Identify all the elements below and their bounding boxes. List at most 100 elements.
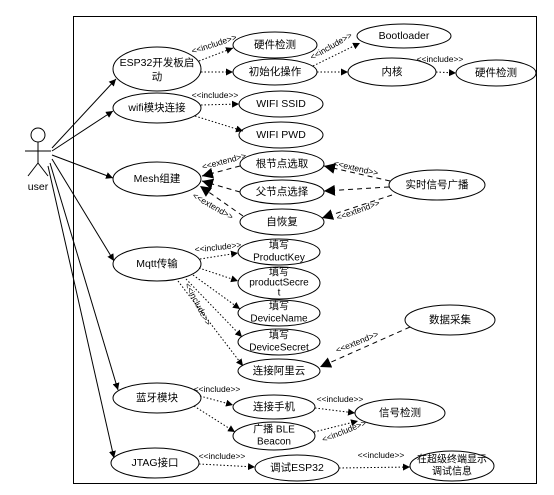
actor-right-leg <box>37 162 49 177</box>
use-case-label: 初始化操作 <box>249 65 302 78</box>
association-user-mesh-build <box>51 154 114 179</box>
use-case-ellipse <box>110 447 200 479</box>
include-label: <<include>> <box>199 451 246 461</box>
extend-label: <<extend>> <box>201 150 247 171</box>
association-user-mqtt <box>51 158 115 262</box>
include-label: <<include>> <box>183 281 214 327</box>
extend-edge-broadcast-self-recover <box>321 194 393 220</box>
extend-label: <<extend>> <box>334 329 380 355</box>
use-case-label: 广播 BLE <box>253 423 295 436</box>
include-label: <<include>> <box>194 384 241 394</box>
use-case-label: 自恢复 <box>266 215 298 228</box>
actor-left-leg <box>27 162 39 177</box>
include-label: <<include>> <box>417 54 464 64</box>
extend-edge-broadcast-parent-select <box>323 184 390 196</box>
use-case-esp32-boot: ESP32开发板启 动 <box>112 46 202 92</box>
use-case-ble-beacon: 广播 BLE Beacon <box>232 421 316 451</box>
include-edge-mqtt-aliyun <box>177 280 244 367</box>
include-edge-debug-esp32-terminal-display <box>338 463 411 471</box>
use-case-ellipse <box>237 328 321 356</box>
use-case-label: 数据采集 <box>429 313 471 326</box>
use-case-signal-broadcast: 实时信号广播 <box>388 169 486 201</box>
use-case-init-ops: 初始化操作 <box>232 58 318 86</box>
include-edge-ble-beacon-signal-detect <box>313 419 359 433</box>
use-case-label: 在超级终端显示 <box>417 453 487 466</box>
use-case-product-key: 填写 ProductKey <box>237 238 321 266</box>
use-case-data-collect: 数据采集 <box>404 304 496 336</box>
include-edge-mqtt-device-secret <box>185 278 243 338</box>
include-label: <<include>> <box>194 240 242 255</box>
association-user-bluetooth <box>49 162 120 391</box>
use-case-label: ProductKey <box>253 253 305 264</box>
use-case-label: Mesh组建 <box>134 172 181 185</box>
include-edge-bluetooth-phone-connect <box>199 395 234 407</box>
use-case-wifi-connect: wifi模块连接 <box>112 92 202 124</box>
include-label: <<include>> <box>192 90 239 100</box>
use-case-ellipse <box>409 450 495 482</box>
use-case-label: DeviceName <box>250 314 308 325</box>
use-case-label: 调试信息 <box>432 465 472 478</box>
use-case-signal-detect: 信号检测 <box>354 398 446 428</box>
use-case-product-secret: 填写 productSecre t <box>237 266 321 300</box>
system-boundary <box>73 16 537 484</box>
use-case-label: wifi模块连接 <box>127 101 186 114</box>
use-case-ellipse <box>237 238 321 266</box>
use-case-root-select: 根节点选取 <box>239 150 325 178</box>
use-case-aliyun: 连接阿里云 <box>237 358 321 384</box>
association-user-wifi-connect <box>51 110 114 152</box>
association-user-jtag <box>47 165 116 459</box>
include-label: <<include>> <box>320 418 367 445</box>
include-edge-jtag-debug-esp32 <box>198 463 256 471</box>
use-case-ellipse <box>238 90 324 118</box>
use-case-device-name: 填写 DeviceName <box>237 299 321 327</box>
use-case-ellipse <box>232 394 316 420</box>
use-case-label: 实时信号广播 <box>406 178 469 191</box>
use-case-label: 填写 <box>269 300 289 313</box>
extend-edge-parent-select-mesh <box>201 178 241 193</box>
use-case-device-secret: 填写 DeviceSecret <box>237 328 321 356</box>
use-case-label: 连接阿里云 <box>253 364 306 377</box>
use-case-label: 连接手机 <box>253 400 295 413</box>
use-case-kernel: 内核 <box>347 57 437 87</box>
use-case-hardware-check-1: 硬件检测 <box>232 31 318 59</box>
use-case-label: 信号检测 <box>379 406 421 419</box>
extend-label: <<extend>> <box>333 158 379 178</box>
include-label: <<include>> <box>190 32 238 56</box>
actor-user: user <box>25 127 51 193</box>
use-case-hardware-check-2: 硬件检测 <box>455 59 537 87</box>
include-label: <<include>> <box>317 394 364 404</box>
use-case-label: JTAG接口 <box>131 456 178 469</box>
extend-label: <<extend>> <box>335 198 381 223</box>
use-case-label: t <box>278 288 281 299</box>
include-edge-mqtt-product-key <box>199 250 239 260</box>
use-case-ellipse <box>112 246 202 282</box>
use-case-label: 内核 <box>382 65 403 78</box>
use-case-ellipse <box>112 161 202 197</box>
use-case-debug-esp32: 调试ESP32 <box>254 454 340 482</box>
use-case-ellipse <box>112 46 202 92</box>
use-case-ellipse <box>404 304 496 336</box>
use-case-label: 父节点选择 <box>256 185 309 198</box>
use-case-label: 蓝牙模块 <box>136 392 178 404</box>
use-case-ellipse <box>112 92 202 124</box>
use-case-label: 填写 <box>269 239 289 252</box>
use-case-ellipse <box>388 169 486 201</box>
include-edge-bluetooth-ble-beacon <box>193 405 236 433</box>
use-case-ellipse <box>237 299 321 327</box>
include-edge-wifi-ssid <box>200 100 240 108</box>
extend-edge-root-select-mesh <box>201 165 241 179</box>
use-case-bootloader: Bootloader <box>356 23 452 49</box>
include-label: <<include>> <box>358 450 405 460</box>
use-case-parent-select: 父节点选择 <box>239 179 325 205</box>
include-edge-phone-connect-signal-detect <box>314 407 356 416</box>
use-case-label: 动 <box>152 71 163 83</box>
use-case-ellipse <box>239 208 325 236</box>
use-case-ellipse <box>455 59 537 87</box>
use-case-ellipse <box>354 398 446 428</box>
use-case-ellipse <box>238 121 324 149</box>
use-case-ellipse <box>237 266 321 300</box>
extend-edge-data-collect-aliyun <box>319 326 411 368</box>
use-case-mesh-build: Mesh组建 <box>112 161 202 197</box>
use-case-label: 硬件检测 <box>475 66 517 79</box>
